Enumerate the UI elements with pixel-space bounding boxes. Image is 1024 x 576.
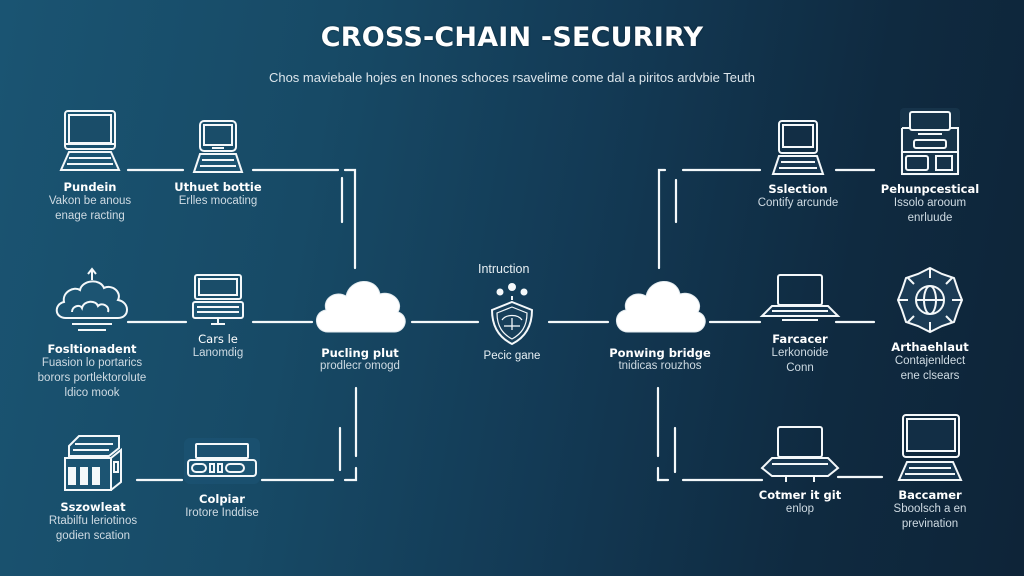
- node-desc: enlop: [785, 503, 815, 515]
- server-icon: [64, 435, 122, 491]
- diagram-title: CROSS-CHAIN -SECURIRY: [320, 22, 704, 53]
- node-desc: ldico mook: [64, 387, 120, 399]
- node-desc: Vakon be anous: [48, 195, 132, 207]
- laptop-icon: [771, 120, 825, 175]
- node-pundein[interactable]: Pundein Vakon be anous enage racting: [30, 108, 150, 224]
- desktop-icon: [897, 414, 963, 481]
- node-desc: Rtabilfu leriotinos: [48, 515, 138, 527]
- node-sslection[interactable]: Sslection Contify arcunde: [748, 118, 848, 211]
- node-arthaehlaut[interactable]: Arthaehlaut Contajenldect ene clsears: [866, 264, 994, 384]
- node-desc: ene clsears: [900, 370, 960, 382]
- node-desc: Fuasion lo portarics: [41, 357, 143, 369]
- hub-right-label: Ponwing bridge tnidicas rouzhos: [600, 346, 720, 372]
- node-farcacer[interactable]: Farcacer Lerkonoide Conn: [750, 272, 850, 376]
- bracket-right-bottom: [656, 466, 670, 482]
- bracket-right-top: [657, 168, 667, 270]
- node-desc: Erlles mocating: [178, 195, 258, 207]
- node-name: Sslection: [768, 182, 828, 196]
- node-desc: Contify arcunde: [757, 197, 839, 209]
- node-name: Baccamer: [898, 488, 962, 502]
- laptop-icon: [759, 274, 841, 321]
- laptop-icon: [192, 274, 244, 325]
- node-name: Colpiar: [199, 492, 245, 506]
- workstation-icon: [900, 108, 960, 176]
- node-desc: Issolo arooum: [893, 197, 967, 209]
- cloud-upload-icon: [55, 267, 128, 331]
- node-name: Uthuet bottie: [174, 180, 262, 194]
- node-cotmer-it-git[interactable]: Cotmer it git enlop: [750, 424, 850, 517]
- node-baccamer[interactable]: Baccamer Sboolsch a en prevination: [870, 412, 990, 532]
- cloud-icon[interactable]: [610, 268, 710, 338]
- cloud-icon[interactable]: [310, 268, 410, 338]
- node-desc: Irotore Inddise: [185, 507, 259, 519]
- node-desc: Sboolsch a en: [893, 503, 967, 515]
- node-name: Farcacer: [772, 332, 828, 346]
- diagram-subtitle: Chos maviebale hojes en Inones schoces r…: [268, 70, 756, 85]
- node-name: Arthaehlaut: [891, 340, 969, 354]
- node-fosltionadent[interactable]: Fosltionadent Fuasion lo portarics boror…: [26, 266, 158, 401]
- node-name: Pundein: [63, 180, 117, 194]
- laptop-icon: [760, 426, 840, 482]
- node-desc: enage racting: [55, 210, 125, 222]
- bracket-left-top: [343, 168, 357, 270]
- node-name: Pehunpcestical: [880, 182, 980, 196]
- hub-left-label: Pucling plut prodlecr omogd: [300, 346, 420, 372]
- node-desc: borors portlektorolute: [37, 372, 147, 384]
- laptop-icon: [192, 120, 244, 173]
- instruction-label: Intruction: [478, 262, 530, 276]
- hub-name: Ponwing bridge: [609, 346, 711, 360]
- node-desc: Conn: [786, 362, 814, 374]
- node-sszowleat[interactable]: Sszowleat Rtabilfu leriotinos godien sca…: [30, 432, 156, 544]
- hub-desc: prodlecr omogd: [320, 360, 400, 372]
- hub-name: Pucling plut: [321, 346, 399, 360]
- node-name: Cars le: [198, 332, 238, 346]
- node-cars-le[interactable]: Cars le Lanomdig: [176, 272, 260, 361]
- keyboard-device-icon: [184, 438, 260, 484]
- node-desc: enrluude: [907, 212, 953, 224]
- node-colpiar[interactable]: Colpiar Irotore Inddise: [172, 436, 272, 521]
- hub-desc: tnidicas rouzhos: [618, 360, 702, 372]
- node-desc: prevination: [901, 518, 959, 530]
- hub-center-label: Pecic gane: [464, 350, 560, 362]
- laptop-icon: [59, 110, 121, 171]
- hub-name: Pecic gane: [483, 350, 541, 362]
- node-desc: Lanomdig: [192, 347, 244, 359]
- node-pehunpcestical[interactable]: Pehunpcestical Issolo arooum enrluude: [870, 106, 990, 226]
- node-uthuet-bottie[interactable]: Uthuet bottie Erlles mocating: [168, 118, 268, 209]
- node-name: Fosltionadent: [47, 342, 137, 356]
- node-name: Sszowleat: [60, 500, 126, 514]
- bracket-left-bottom: [343, 466, 358, 482]
- node-desc: godien scation: [55, 530, 131, 542]
- shield-icon[interactable]: [484, 282, 540, 348]
- globe-gear-icon: [896, 266, 964, 334]
- node-desc: Lerkonoide: [771, 347, 829, 359]
- node-name: Cotmer it git: [758, 488, 842, 502]
- node-desc: Contajenldect: [894, 355, 966, 367]
